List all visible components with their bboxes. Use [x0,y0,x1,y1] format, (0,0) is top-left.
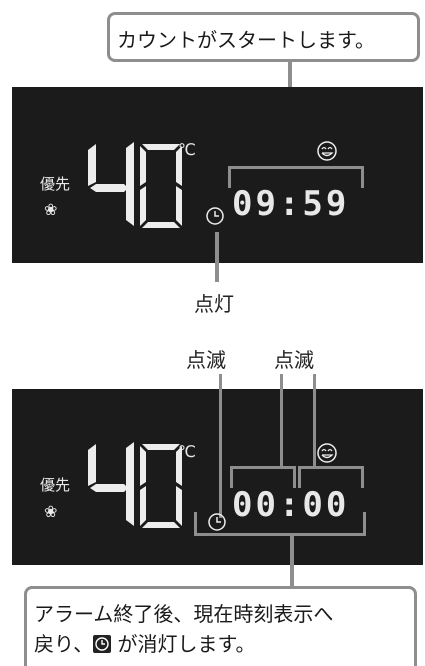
bottom-callout-line2-after: が消灯します。 [111,632,256,656]
label-blink-right: 点滅 [274,348,314,372]
bottom-clock-icon [208,513,226,531]
bottom-full-bracket [194,512,366,536]
top-time-bracket [228,166,364,188]
top-temperature-digits [88,142,182,228]
top-temperature-unit: ℃ [178,140,196,159]
top-callout-text: カウントがスタートします。 [117,28,375,52]
bottom-callout-box [24,586,417,666]
lit-connector [215,232,219,282]
label-blink-left: 点滅 [186,348,226,372]
top-callout-box [107,12,420,62]
bottom-temperature-digits [88,442,182,528]
bottom-callout-line1: アラーム終了後、現在時刻表示へ [34,602,334,626]
blink-connector-hours [280,374,283,466]
top-priority-label: 優先 [40,175,71,193]
top-fan-icon: ❀ [44,200,58,219]
bottom-smiley-icon [317,443,337,463]
bottom-priority-label: 優先 [40,476,71,494]
bottom-callout-line2-before: 戻り、 [34,632,94,656]
bottom-minutes-bracket [298,466,364,488]
top-time-readout: 09:59 [232,184,350,224]
label-lit: 点灯 [194,292,234,316]
bottom-hours-bracket [230,466,296,488]
bottom-callout-line2: 戻り、 が消灯します。 [34,628,256,657]
blink-connector-minutes [313,374,316,466]
bottom-callout-connector [290,535,294,587]
bottom-fan-icon: ❀ [44,502,58,521]
top-smiley-icon [317,141,337,161]
blink-connector-clock [219,374,222,518]
top-clock-icon [206,207,224,225]
bottom-time-readout: 00:00 [232,485,350,525]
bottom-temperature-unit: ℃ [178,442,196,461]
bottom-callout-clock-icon [93,635,112,653]
